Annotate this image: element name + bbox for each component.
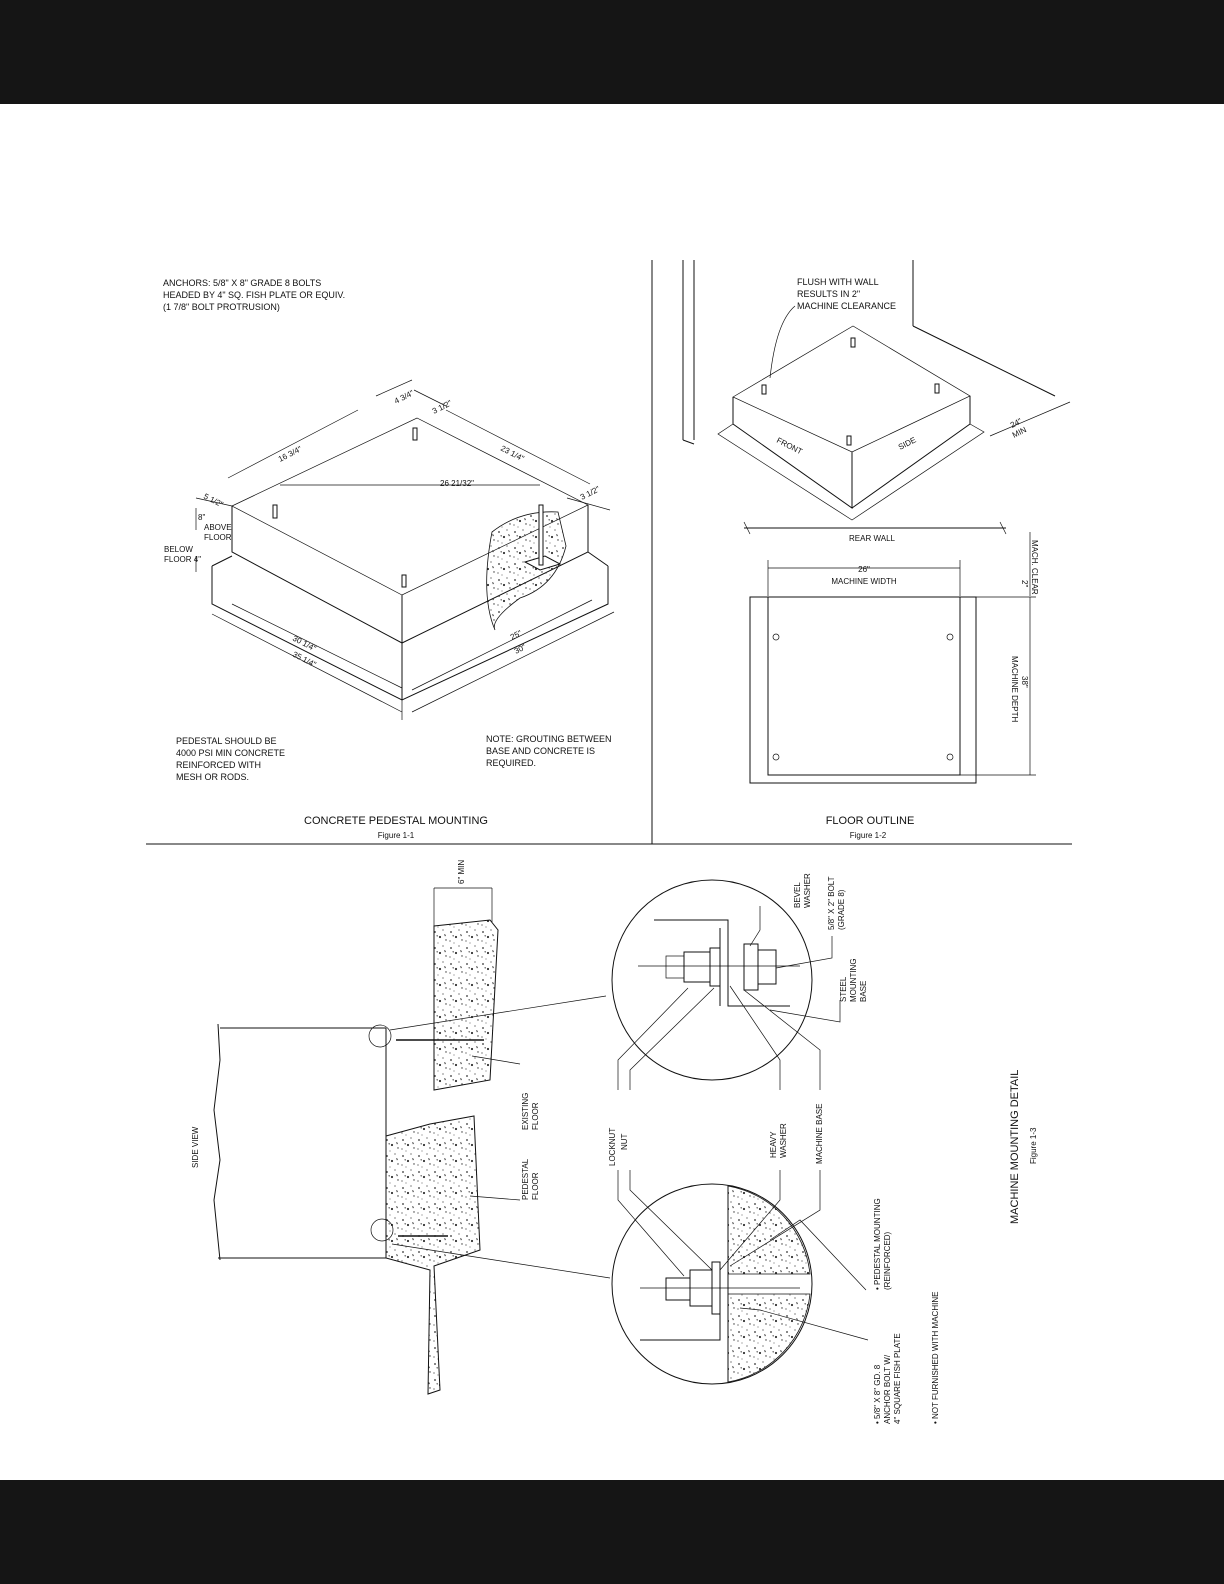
leader-lines-to-details xyxy=(389,995,611,1279)
anchors-line-2: HEADED BY 4" SQ. FISH PLATE OR EQUIV. xyxy=(163,290,345,300)
machine-base-label: MACHINE BASE xyxy=(815,1104,824,1164)
steel-base-line-2: MOUNTING xyxy=(849,958,858,1002)
steel-base-line-3: BASE xyxy=(859,981,868,1002)
above-floor-line-1: 8" xyxy=(198,513,205,522)
grout-note-line-3: REQUIRED. xyxy=(486,758,536,768)
below-floor-line-2: FLOOR 4" xyxy=(164,555,201,564)
figure-1-1-title: CONCRETE PEDESTAL MOUNTING xyxy=(304,815,488,827)
existing-floor-line-2: FLOOR xyxy=(531,1102,540,1130)
figure-1-1-number: Figure 1-1 xyxy=(378,831,415,840)
pedestal-floor-line-1: PEDESTAL xyxy=(521,1158,530,1200)
top-black-bar xyxy=(0,0,1224,104)
bolt-line-1: 5/8" X 2" BOLT xyxy=(827,876,836,930)
anchors-line-1: ANCHORS: 5/8" X 8" GRADE 8 BOLTS xyxy=(163,278,321,288)
clear-label: MACH. CLEAR xyxy=(1030,540,1039,595)
width-label: MACHINE WIDTH xyxy=(831,577,897,586)
depth-label: MACHINE DEPTH xyxy=(1010,656,1019,722)
pedestal-mounting-line-1: • PEDESTAL MOUNTING xyxy=(873,1198,882,1290)
dim-3-1-2-right: 3 1/2" xyxy=(579,484,602,501)
side-label: SIDE xyxy=(897,435,918,451)
side-view-label: SIDE VIEW xyxy=(191,1126,200,1168)
figure-1-1-concrete-pedestal: ANCHORS: 5/8" X 8" GRADE 8 BOLTS HEADED … xyxy=(163,278,615,840)
pedestal-note-line-2: 4000 PSI MIN CONCRETE xyxy=(176,748,285,758)
not-furnished-label: • NOT FURNISHED WITH MACHINE xyxy=(931,1292,940,1424)
figure-1-2-title: FLOOR OUTLINE xyxy=(826,815,915,827)
flush-note-line-1: FLUSH WITH WALL xyxy=(797,277,879,287)
heavy-washer-line-2: WASHER xyxy=(779,1123,788,1158)
locknut-label: LOCKNUT xyxy=(608,1128,617,1166)
bevel-washer-line-1: BEVEL xyxy=(793,882,802,908)
dim-25: 25" xyxy=(509,628,524,641)
flush-note: FLUSH WITH WALL RESULTS IN 2" MACHINE CL… xyxy=(769,277,896,379)
figure-1-2-floor-outline: FLUSH WITH WALL RESULTS IN 2" MACHINE CL… xyxy=(682,260,1071,840)
pedestal-mounting-line-2: (REINFORCED) xyxy=(883,1231,892,1290)
bolt-line-2: (GRADE 8) xyxy=(837,889,846,930)
pedestal-note-line-4: MESH OR RODS. xyxy=(176,772,249,782)
clear-dim: 2" xyxy=(1020,580,1029,587)
nut-label: NUT xyxy=(620,1133,629,1150)
top-detail-circle xyxy=(611,879,813,1081)
side-view-machine: SIDE VIEW xyxy=(191,1023,387,1261)
depth-dim: 38" xyxy=(1020,676,1029,688)
dim-30: 30" xyxy=(513,642,528,655)
existing-floor-line-1: EXISTING xyxy=(521,1093,530,1130)
figure-1-3-machine-mounting-detail: SIDE VIEW 6" MIN EXISTING FLOOR PEDESTAL… xyxy=(191,860,1038,1424)
width-dim: 26" xyxy=(858,565,870,574)
flush-note-line-3: MACHINE CLEARANCE xyxy=(797,301,896,311)
dim-3-1-2-top: 3 1/2" xyxy=(431,398,454,415)
pedestal-floor-section: PEDESTAL FLOOR xyxy=(370,1115,540,1395)
dim-26-21-32: 26 21/32" xyxy=(440,479,474,488)
callout-lines xyxy=(617,906,869,1341)
dim-23-1-4: 23 1/4" xyxy=(499,444,526,463)
above-floor-label: 8" ABOVE FLOOR xyxy=(198,513,232,542)
bottom-detail-circle xyxy=(611,1183,813,1385)
bottom-black-bar xyxy=(0,1480,1224,1584)
existing-floor-section: 6" MIN EXISTING FLOOR xyxy=(368,860,540,1130)
front-label: FRONT xyxy=(775,436,804,457)
steel-base-line-1: STEEL xyxy=(839,976,848,1002)
figure-1-2-number: Figure 1-2 xyxy=(850,831,887,840)
pedestal-note-line-3: REINFORCED WITH xyxy=(176,760,261,770)
above-floor-line-3: FLOOR xyxy=(204,533,232,542)
figure-1-3-number: Figure 1-3 xyxy=(1029,1127,1038,1164)
rear-wall-label: REAR WALL xyxy=(849,534,895,543)
dim-16-3-4: 16 3/4" xyxy=(277,444,304,463)
dim-4-3-4: 4 3/4" xyxy=(393,388,416,405)
pedestal-floor-line-2: FLOOR xyxy=(531,1172,540,1200)
above-floor-line-2: ABOVE xyxy=(204,523,232,532)
grout-note: NOTE: GROUTING BETWEEN BASE AND CONCRETE… xyxy=(486,734,612,768)
pedestal-note: PEDESTAL SHOULD BE 4000 PSI MIN CONCRETE… xyxy=(176,736,285,782)
figure-1-3-title: MACHINE MOUNTING DETAIL xyxy=(1009,1070,1021,1224)
wall-corner xyxy=(682,260,1056,445)
six-min-label: 6" MIN xyxy=(457,860,466,884)
bevel-washer-line-2: WASHER xyxy=(803,873,812,908)
anchors-line-3: (1 7/8" BOLT PROTRUSION) xyxy=(163,302,280,312)
grout-note-line-1: NOTE: GROUTING BETWEEN xyxy=(486,734,612,744)
callout-labels: BEVEL WASHER 5/8" X 2" BOLT (GRADE 8) ST… xyxy=(608,873,940,1424)
pedestal-block xyxy=(211,417,609,701)
heavy-washer-line-1: HEAVY xyxy=(769,1131,778,1158)
isometric-machine-base: FRONT SIDE 24" MIN xyxy=(717,325,1071,521)
flush-note-line-2: RESULTS IN 2" xyxy=(797,289,860,299)
grout-note-line-2: BASE AND CONCRETE IS xyxy=(486,746,595,756)
below-floor-label: BELOW FLOOR 4" xyxy=(164,545,201,564)
panel-dividers xyxy=(146,260,1072,845)
pedestal-dimension-lines xyxy=(195,379,615,720)
anchor-bolt-line-2: ANCHOR BOLT W/ xyxy=(883,1354,892,1424)
anchor-bolt-line-1: • 5/8" X 8" GD. 8 xyxy=(873,1364,882,1424)
pedestal-note-line-1: PEDESTAL SHOULD BE xyxy=(176,736,277,746)
anchor-bolt-line-3: 4" SQUARE FISH PLATE xyxy=(893,1333,902,1424)
anchors-note: ANCHORS: 5/8" X 8" GRADE 8 BOLTS HEADED … xyxy=(163,278,345,312)
dim-5-1-2: 5 1/2" xyxy=(202,492,225,509)
below-floor-line-1: BELOW xyxy=(164,545,193,554)
plan-view: REAR WALL 26" MACHINE WIDTH MACH. CLEAR … xyxy=(743,521,1039,784)
